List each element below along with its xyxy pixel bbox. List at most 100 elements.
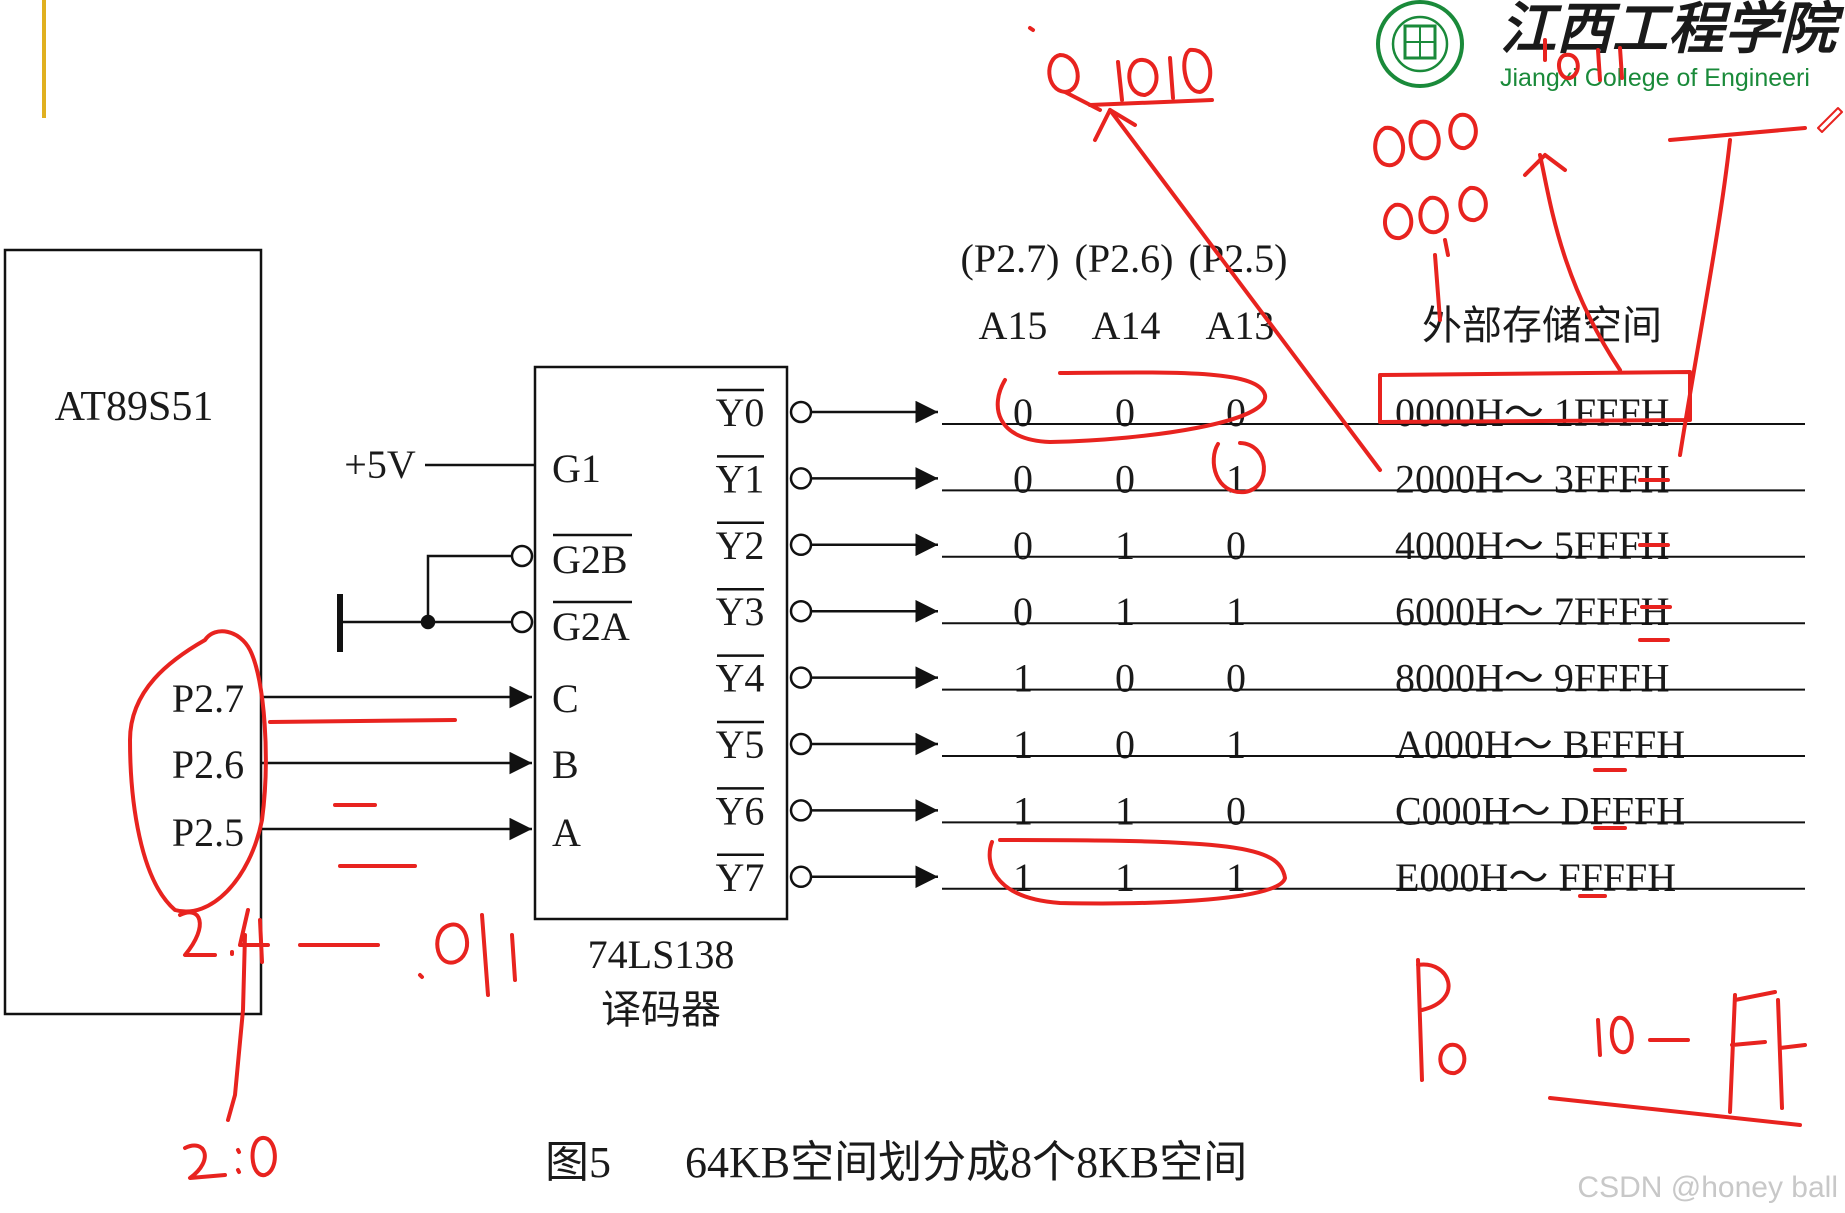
pencil-icon (1817, 107, 1843, 133)
decoder-name: 译码器 (601, 987, 721, 1032)
bit-cell: 0 (1013, 390, 1033, 435)
addr-header-a14: A14 (1092, 303, 1161, 348)
ink-underline-ff (1548, 1096, 1802, 1127)
output-inversion-bubble (789, 400, 813, 424)
ink-circle-row7-bits (987, 838, 1287, 906)
output-inversion-bubble (789, 467, 813, 490)
caption-figure-number: 图5 (545, 1138, 611, 1187)
seal-inner-ring (1391, 15, 1449, 73)
addr-header-a15: A15 (979, 303, 1048, 348)
ink-underline-c (268, 718, 457, 724)
g2b-inversion-bubble (510, 544, 534, 568)
ink-colon (236, 1148, 241, 1174)
ink-circle-row1-bit (1211, 441, 1266, 495)
port-header-p25: (P2.5) (1189, 236, 1288, 281)
mcu-block: AT89S51 P2.7 P2.6 P2.5 (3, 248, 263, 1016)
ink-arrow-line-1 (1108, 108, 1382, 472)
bit-cell: 0 (1226, 523, 1246, 568)
bit-cell: 0 (1013, 589, 1033, 634)
bit-cell: 0 (1013, 523, 1033, 568)
input-b: B (552, 742, 579, 787)
ink-digit-2b (183, 1143, 227, 1180)
output-inversion-bubble (789, 533, 813, 557)
port-header-p27: (P2.7) (961, 236, 1060, 281)
bit-cell: 0 (1226, 656, 1246, 701)
input-a: A (552, 810, 581, 855)
csdn-watermark: CSDN @honey ball (1577, 1171, 1838, 1204)
bit-cell: 0 (1013, 456, 1033, 501)
ink-digits-11 (480, 913, 517, 997)
ink-arrow-curve-a (1538, 153, 1622, 372)
range-cell: 4000H～ 5FFFH (1395, 523, 1670, 568)
bit-cell: 0 (1226, 788, 1246, 833)
range-cell: A000H～ BFFFH (1395, 722, 1685, 767)
range-cell: 8000H～ 9FFFH (1395, 656, 1670, 701)
pin-label-p26: P2.6 (172, 742, 244, 787)
output-inversion-bubble (789, 865, 813, 889)
output-inversion-bubble (789, 599, 813, 623)
pin-label-p27: P2.7 (172, 676, 244, 721)
bit-cell: 1 (1115, 788, 1135, 833)
ink-letter-p (1416, 958, 1451, 1082)
ink-circle-pins (128, 629, 268, 914)
input-g1: G1 (552, 446, 601, 491)
decoder-box (533, 365, 789, 921)
bit-cell: 0 (1115, 390, 1135, 435)
g2a-inversion-bubble (510, 610, 534, 634)
ink-000-a (1373, 112, 1478, 168)
range-cell: 6000H～ 7FFFH (1395, 589, 1670, 634)
output-y5: Y5 (716, 722, 765, 767)
ink-00 (1596, 1015, 1634, 1057)
input-c: C (552, 676, 579, 721)
bit-cell: 0 (1115, 722, 1135, 767)
bit-cell: 1 (1226, 855, 1246, 900)
figure-caption: 图5 64KB空间划分成8个8KB空间 (545, 1138, 1247, 1187)
ink-glyph-top (1047, 53, 1102, 112)
address-table: (P2.7) (P2.6) (P2.5) A15 A14 A13 外部存储空间 … (942, 236, 1805, 900)
bit-cell: 1 (1115, 523, 1135, 568)
table-row: 0 1 0 4000H～ 5FFFH (942, 523, 1805, 568)
mcu-label: AT89S51 (55, 384, 214, 430)
output-inversion-bubble (789, 666, 813, 689)
ink-box-row0-range (1378, 370, 1692, 424)
ink-digit-0b (250, 1136, 277, 1178)
ink-arrow-shaft-a (1433, 253, 1442, 322)
ink-digit-4 (238, 908, 270, 964)
addr-header-a13: A13 (1206, 303, 1275, 348)
accent-bar (42, 0, 46, 118)
bit-cell: 0 (1115, 656, 1135, 701)
output-y0: Y0 (716, 390, 765, 435)
output-inversion-bubble (789, 732, 813, 756)
port-header-p26: (P2.6) (1075, 236, 1174, 281)
ink-circle-row0-bits (995, 370, 1268, 444)
ink-subscript-0 (1438, 1042, 1467, 1076)
table-row: 1 0 0 8000H～ 9FFFH (942, 656, 1805, 701)
bit-cell: 1 (1013, 722, 1033, 767)
range-cell: 0000H～ 1FFFH (1395, 390, 1670, 435)
pin-label-p25: P2.5 (172, 810, 244, 855)
handwritten-annotations (128, 26, 1843, 1180)
ink-dot-2 (418, 973, 424, 979)
range-cell: C000H～ DFFFH (1395, 788, 1685, 833)
bit-cell: 1 (1013, 656, 1033, 701)
bit-cell: 0 (1115, 456, 1135, 501)
supply-label: +5V (344, 442, 416, 487)
ink-000-b (1383, 185, 1488, 257)
input-g2a: G2A (552, 604, 630, 649)
supply-wire: +5V (344, 442, 535, 487)
ink-arrow-curve-b (1678, 138, 1732, 457)
range-cell: E000H～ FFFFH (1395, 855, 1676, 900)
seal-outer-ring (1376, 0, 1464, 88)
decoder-part: 74LS138 (588, 932, 735, 977)
input-g2b: G2B (552, 537, 628, 582)
logo-title-cn: 江西工程学院 (1500, 0, 1845, 61)
range-header: 外部存储空间 (1422, 303, 1662, 348)
ink-digit-0 (435, 922, 470, 965)
address-wires (262, 685, 532, 841)
caption-text: 64KB空间划分成8个8KB空间 (685, 1138, 1247, 1187)
logo-title-en: Jiangxi College of Engineeri (1500, 64, 1810, 92)
